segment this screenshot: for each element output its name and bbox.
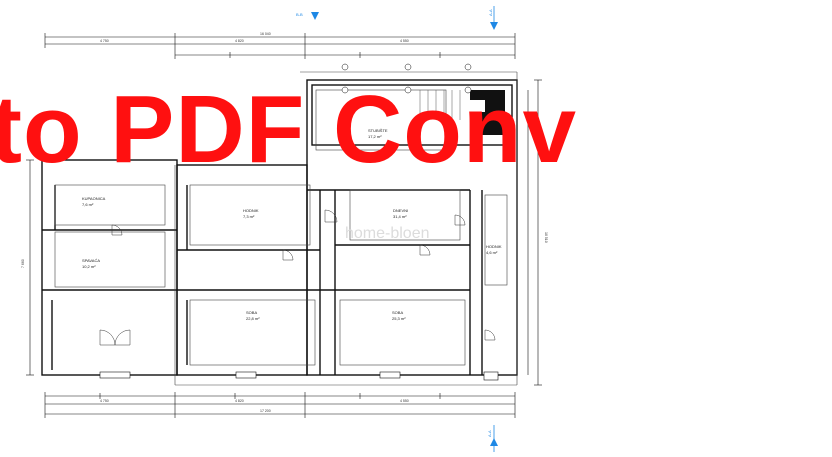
- section-marker-top-right: A-A: [488, 6, 498, 30]
- room-middle-left-area: 10,2 m²: [82, 264, 96, 269]
- bottom-dimension-lines: [44, 392, 516, 418]
- room-upper-left-area: 7,6 m²: [82, 202, 94, 207]
- section-marker-top-center: B-B: [296, 12, 319, 20]
- dimension-top-1: 4 750: [100, 39, 109, 43]
- room-middle-left-name: SPAVAĆA: [82, 258, 100, 263]
- dimension-bottom-1: 4 750: [100, 399, 109, 403]
- section-marker-bottom-right: A-A: [487, 425, 498, 452]
- dimension-top-3: 4 550: [400, 39, 409, 43]
- room-center-bottom-area: 22,8 m²: [246, 316, 260, 321]
- side-dimension-lines: [26, 79, 542, 386]
- room-corridor-area: 4,6 m²: [486, 250, 498, 255]
- room-labels: KUPAONICA 7,6 m² SPAVAĆA 10,2 m² HODNIK …: [82, 128, 502, 321]
- room-right-bottom-name: SOBA: [392, 310, 403, 315]
- window-openings: [99, 371, 499, 381]
- room-center-top-area: 7,3 m²: [243, 214, 255, 219]
- dimension-bottom-3: 4 550: [400, 399, 409, 403]
- room-right-top-name: DNEVNI: [393, 208, 408, 213]
- room-right-top-area: 31,4 m²: [393, 214, 407, 219]
- section-marker-label: A-A: [487, 430, 492, 437]
- door-swings: [99, 209, 496, 346]
- pdf-banner-text: to PDF Conv: [0, 76, 577, 183]
- dimension-bottom-overall: 17 200: [260, 409, 271, 413]
- room-stair-hall-area: 17,2 m²: [368, 134, 382, 139]
- dimension-right: 10 510: [544, 232, 548, 243]
- dimension-bottom-2: 4 820: [235, 399, 244, 403]
- grid-axis-bubbles: [341, 63, 472, 94]
- room-center-bottom-name: SOBA: [246, 310, 257, 315]
- room-upper-left-name: KUPAONICA: [82, 196, 106, 201]
- room-center-top-name: HODNIK: [243, 208, 259, 213]
- room-stair-hall-name: STUBIŠTE: [368, 128, 388, 133]
- top-dimension-lines: [44, 33, 516, 59]
- dimension-left: 7 660: [21, 259, 25, 268]
- section-marker-label: B-B: [296, 12, 303, 17]
- inner-room-lines: [54, 71, 518, 386]
- section-marker-label: A-A: [488, 9, 493, 16]
- watermark: home-bloen: [345, 225, 430, 242]
- dimension-top-overall: 16 040: [260, 32, 271, 36]
- room-right-bottom-area: 25,3 m²: [392, 316, 406, 321]
- staircase: [419, 90, 505, 135]
- dimension-top-2: 4 820: [235, 39, 244, 43]
- room-corridor-name: HODNIK: [486, 244, 502, 249]
